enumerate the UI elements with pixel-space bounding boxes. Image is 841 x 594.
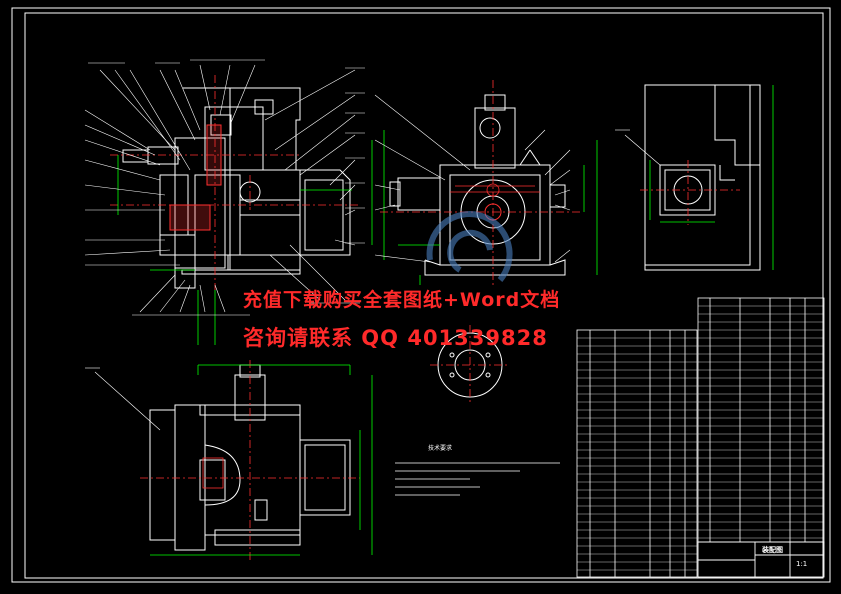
title-block-drawing-name: 装配图 [762,546,783,554]
title-block-scale: 1:1 [796,560,808,568]
main-section-view [122,87,351,289]
side-view [389,94,566,276]
plan-view-centerlines [140,360,360,560]
sheet-border-inner [24,12,824,579]
plan-view-leader [85,367,161,431]
end-view-dimensions [649,85,774,270]
end-view-centerlines [640,160,740,225]
main-view-leaders [84,64,356,313]
flange-centerlines [430,325,510,405]
main-view-dimensions [117,130,385,345]
title-block [697,541,825,578]
side-view-hatch [450,183,540,197]
plan-view-hatch [202,457,224,489]
technical-notes [395,462,560,496]
end-view [644,84,761,271]
technical-notes-title: 技术要求 [428,445,453,452]
sheet-border-outer [11,7,831,583]
parts-list-rows [577,305,824,571]
plan-view-dimensions [150,364,373,556]
side-view-centerlines [380,80,580,285]
side-view-dimensions [398,140,598,285]
end-view-leader [615,129,661,166]
side-view-leaders [374,94,571,263]
watermark-text-line1: 充值下载购买全套图纸+Word文档 [243,289,561,311]
main-view-balloon-marks [88,59,365,316]
watermark-logo [426,211,513,282]
main-view-centerlines [110,75,360,290]
watermark-text-line2: 咨询请联系 QQ 401339828 [243,326,548,350]
parts-list-table [576,297,825,578]
